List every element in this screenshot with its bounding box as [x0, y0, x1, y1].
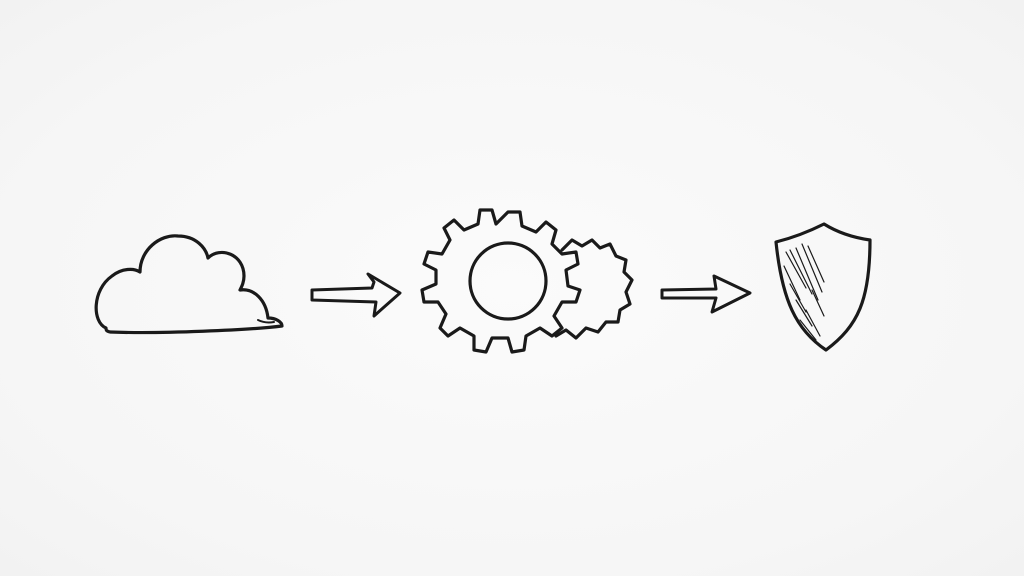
- shield-icon: [774, 222, 872, 352]
- cloud-icon: [94, 234, 284, 335]
- shield-hatching: [783, 243, 825, 341]
- arrow-right-icon: [660, 274, 752, 314]
- arrow-right-icon: [310, 272, 402, 318]
- gears-icon: [420, 208, 634, 354]
